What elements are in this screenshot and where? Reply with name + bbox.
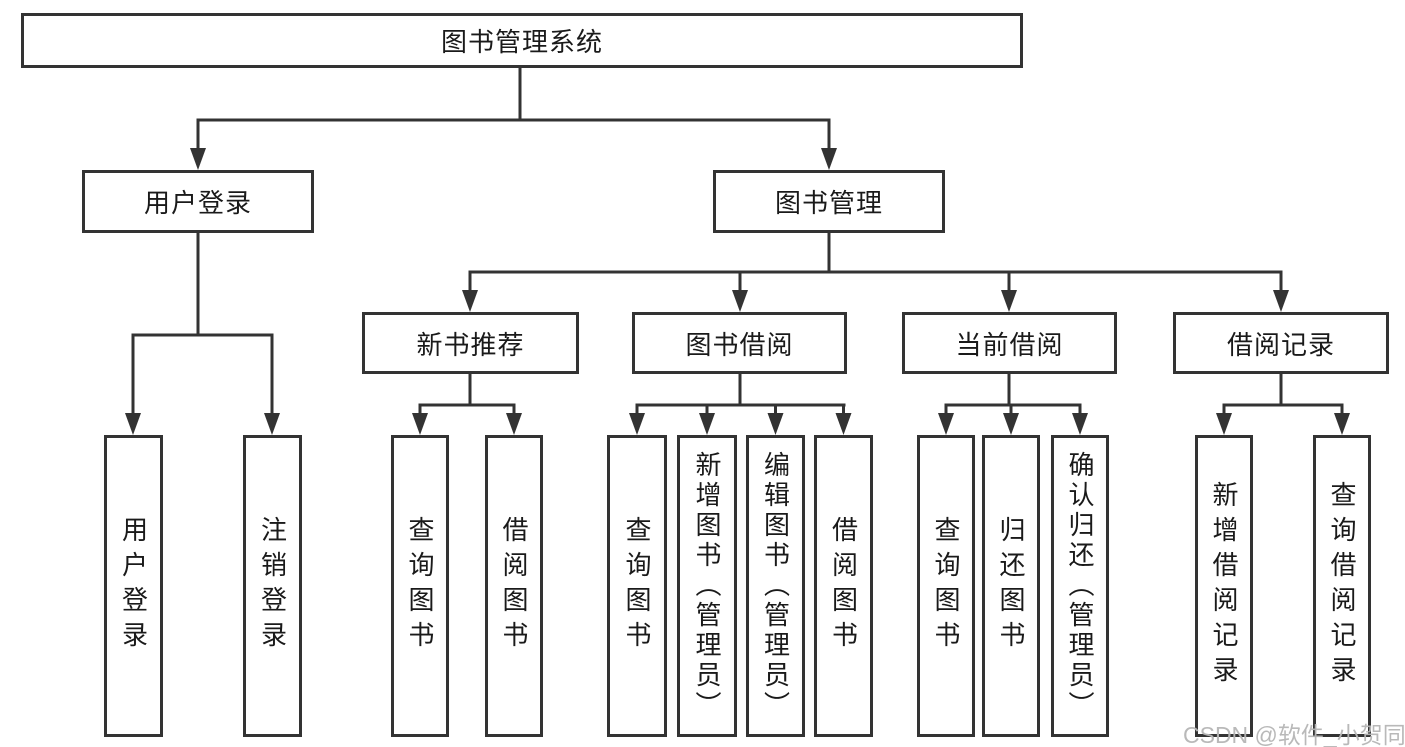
- leaf-add-borrow-record-label: 新增借阅记录: [1209, 481, 1239, 691]
- leaf-edit-book-admin-label: 编辑图书（管理员）: [760, 451, 791, 721]
- leaf-return-book: 归还图书: [982, 435, 1040, 737]
- leaf-return-book-label: 归还图书: [996, 516, 1026, 656]
- leaf-add-borrow-record: 新增借阅记录: [1195, 435, 1253, 737]
- leaf-confirm-return-admin: 确认归还（管理员）: [1051, 435, 1109, 737]
- leaf-query-borrow-record-label: 查询借阅记录: [1327, 481, 1357, 691]
- node-user-login-label: 用户登录: [143, 188, 252, 218]
- leaf-borrow-books-label: 借阅图书: [828, 516, 859, 656]
- leaf-logout: 注销登录: [243, 435, 302, 737]
- leaf-query-borrow-record: 查询借阅记录: [1313, 435, 1371, 737]
- leaf-add-book-admin: 新增图书（管理员）: [677, 435, 737, 737]
- node-current-borrow: 当前借阅: [902, 312, 1117, 374]
- leaf-edit-book-admin: 编辑图书（管理员）: [746, 435, 805, 737]
- node-book-borrow-label: 图书借阅: [685, 329, 794, 360]
- node-current-borrow-label: 当前借阅: [955, 329, 1064, 360]
- leaf-query-books-recommend-label: 查询图书: [405, 516, 435, 656]
- node-book-management: 图书管理: [713, 170, 945, 233]
- arrowheads: [125, 148, 1350, 435]
- leaf-confirm-return-admin-label: 确认归还（管理员）: [1065, 451, 1095, 721]
- watermark: CSDN @软件_小贺同学: [1183, 722, 1405, 747]
- leaf-add-book-admin-label: 新增图书（管理员）: [692, 451, 722, 721]
- leaf-user-login: 用户登录: [104, 435, 163, 737]
- leaf-borrow-books: 借阅图书: [814, 435, 873, 737]
- node-root-label: 图书管理系统: [440, 27, 603, 57]
- leaf-query-books-current: 查询图书: [917, 435, 975, 737]
- node-user-login: 用户登录: [82, 170, 314, 233]
- leaf-query-books-borrow: 查询图书: [607, 435, 667, 737]
- leaf-query-books-recommend: 查询图书: [391, 435, 449, 737]
- leaf-query-books-current-label: 查询图书: [931, 516, 961, 656]
- leaf-borrow-books-recommend: 借阅图书: [485, 435, 543, 737]
- node-borrow-records: 借阅记录: [1173, 312, 1389, 374]
- node-book-borrow: 图书借阅: [632, 312, 847, 374]
- node-root: 图书管理系统: [21, 13, 1023, 68]
- node-borrow-records-label: 借阅记录: [1226, 329, 1335, 360]
- leaf-query-books-borrow-label: 查询图书: [622, 516, 652, 656]
- leaf-user-login-label: 用户登录: [118, 516, 149, 656]
- node-book-management-label: 图书管理: [774, 188, 883, 218]
- leaf-logout-label: 注销登录: [257, 516, 288, 656]
- node-new-book-recommend-label: 新书推荐: [416, 329, 525, 360]
- node-new-book-recommend: 新书推荐: [362, 312, 579, 374]
- leaf-borrow-books-recommend-label: 借阅图书: [499, 516, 529, 656]
